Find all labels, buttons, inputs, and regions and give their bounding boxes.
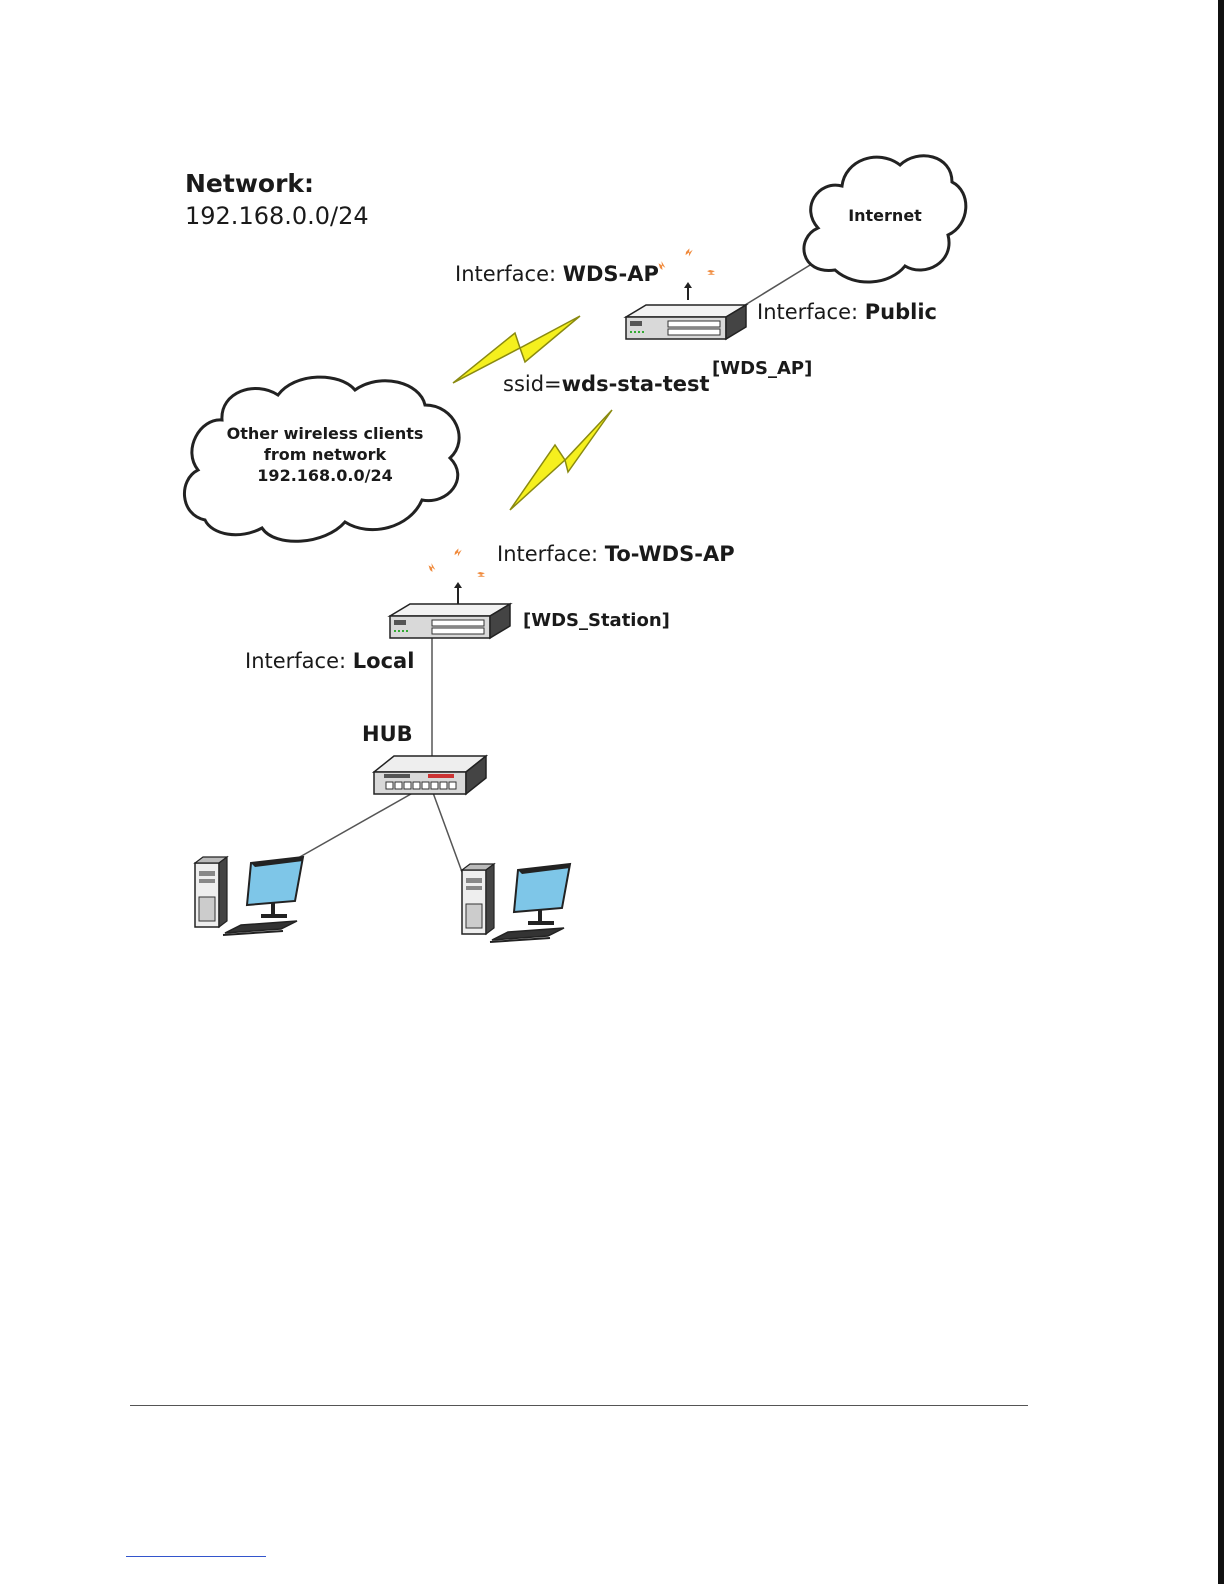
computer-right-icon xyxy=(462,864,570,942)
network-title: Network: xyxy=(185,168,314,200)
hub-device-icon xyxy=(374,756,486,794)
internet-cloud-label: Internet xyxy=(822,205,948,226)
wds-ap-router-icon xyxy=(626,305,746,339)
wireless-clients-label: Other wireless clients from network 192.… xyxy=(215,423,435,486)
wireless-clients-line-3: 192.168.0.0/24 xyxy=(215,465,435,486)
interface-name: Local xyxy=(353,649,415,673)
hub-label: HUB xyxy=(362,720,413,748)
wds-station-antenna-icon xyxy=(427,548,487,604)
page-footer-rule xyxy=(130,1405,1028,1406)
network-address: 192.168.0.0/24 xyxy=(185,200,369,232)
interface-prefix: Interface: xyxy=(455,262,563,286)
interface-name: Public xyxy=(865,300,937,324)
ssid-value: wds-sta-test xyxy=(562,372,710,396)
ssid-prefix: ssid= xyxy=(503,372,562,396)
to-wds-ap-interface-label: Interface: To-WDS-AP xyxy=(497,540,735,568)
link-hub-to-pc-right xyxy=(432,790,462,872)
lightning-bolt-lower xyxy=(510,410,612,510)
wireless-clients-line-1: Other wireless clients xyxy=(215,423,435,444)
page-right-edge xyxy=(1218,0,1224,1584)
public-interface-label: Interface: Public xyxy=(757,298,937,326)
interface-name: To-WDS-AP xyxy=(605,542,735,566)
interface-prefix: Interface: xyxy=(497,542,605,566)
local-interface-label: Interface: Local xyxy=(245,647,414,675)
interface-prefix: Interface: xyxy=(757,300,865,324)
interface-prefix: Interface: xyxy=(245,649,353,673)
page-footer-link-underline[interactable] xyxy=(126,1556,266,1557)
wds-ap-interface-label: Interface: WDS-AP xyxy=(455,260,659,288)
wds-station-router-icon xyxy=(390,604,510,638)
wds-station-device-label: [WDS_Station] xyxy=(523,609,670,633)
wds-ap-device-label: [WDS_AP] xyxy=(712,357,812,381)
link-hub-to-pc-left xyxy=(298,790,418,858)
wireless-clients-line-2: from network xyxy=(215,444,435,465)
computer-left-icon xyxy=(195,857,303,935)
interface-name: WDS-AP xyxy=(563,262,659,286)
wds-ap-antenna-icon xyxy=(657,248,717,300)
ssid-label: ssid=wds-sta-test xyxy=(503,370,710,398)
